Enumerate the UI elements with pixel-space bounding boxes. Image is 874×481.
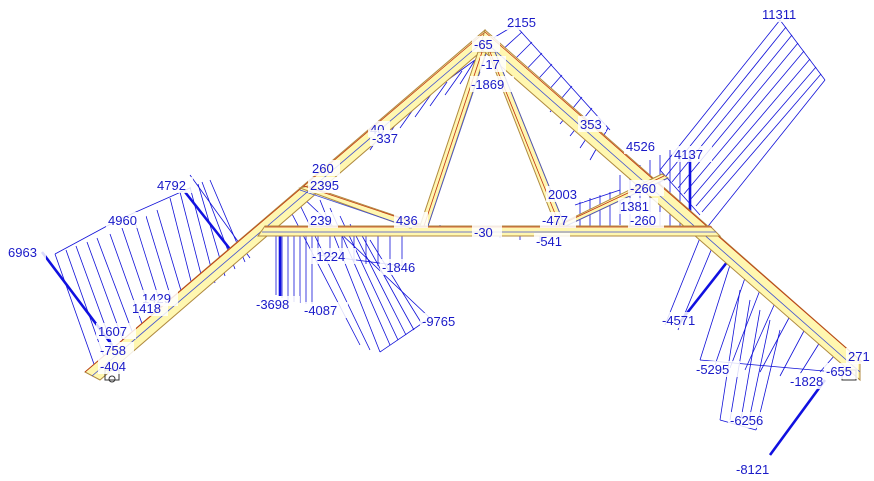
force-label: -337	[370, 130, 406, 146]
svg-text:6963: 6963	[8, 245, 37, 260]
svg-text:4526: 4526	[626, 139, 655, 154]
svg-text:-260: -260	[630, 181, 656, 196]
force-label: -6256	[728, 412, 774, 428]
svg-text:-65: -65	[474, 37, 493, 52]
svg-text:-1869: -1869	[471, 77, 504, 92]
force-label: -17	[480, 56, 506, 72]
force-label: 4137	[672, 146, 712, 162]
svg-text:-1828: -1828	[790, 374, 823, 389]
svg-text:436: 436	[396, 213, 418, 228]
svg-text:239: 239	[310, 213, 332, 228]
force-label: -758	[98, 342, 134, 358]
svg-text:353: 353	[580, 117, 602, 132]
force-label: 353	[578, 116, 606, 132]
svg-text:11311: 11311	[762, 7, 796, 22]
force-label: 1418	[130, 300, 168, 316]
svg-text:2395: 2395	[310, 178, 339, 193]
right-rafter-lower-negative-hatch	[664, 237, 836, 456]
force-label: 436	[394, 212, 428, 228]
force-label: 239	[308, 212, 338, 228]
svg-text:1418: 1418	[132, 301, 161, 316]
svg-text:-9765: -9765	[422, 314, 455, 329]
svg-text:2003: 2003	[548, 187, 577, 202]
force-label: 4526	[624, 138, 660, 154]
svg-text:-655: -655	[826, 364, 852, 379]
force-label: -1869	[470, 76, 514, 92]
bottom-chord-left-force-hatch	[275, 232, 403, 304]
force-label: 11311	[760, 6, 804, 22]
svg-text:4137: 4137	[674, 147, 703, 162]
force-label: -4571	[660, 312, 704, 328]
svg-text:-8121: -8121	[736, 462, 769, 477]
svg-text:-758: -758	[100, 343, 126, 358]
svg-text:1607: 1607	[98, 324, 127, 339]
force-label: -3698	[254, 296, 300, 312]
force-label: 1607	[96, 323, 136, 339]
force-label: 4960	[106, 212, 146, 228]
force-label: -4087	[302, 302, 348, 318]
force-label: 271	[846, 348, 874, 364]
svg-text:-541: -541	[536, 234, 562, 249]
right-rafter-big-force-hatch	[659, 19, 826, 231]
force-label: -1846	[380, 259, 426, 275]
svg-text:4960: 4960	[108, 213, 137, 228]
svg-text:271: 271	[848, 349, 870, 364]
force-label: -9765	[420, 313, 466, 329]
svg-text:-1224: -1224	[312, 249, 345, 264]
svg-text:-3698: -3698	[256, 297, 289, 312]
force-label: 2395	[308, 177, 346, 193]
force-label: -65	[472, 36, 500, 52]
force-label: -30	[472, 224, 502, 240]
force-label: -1224	[310, 248, 356, 264]
force-label: 4792	[155, 177, 193, 193]
svg-text:-404: -404	[100, 359, 126, 374]
svg-text:260: 260	[312, 161, 334, 176]
svg-text:-30: -30	[474, 225, 493, 240]
svg-text:1381: 1381	[620, 199, 649, 214]
force-label: -477	[540, 212, 576, 228]
force-label: 2155	[505, 14, 541, 30]
force-label: -260	[628, 212, 664, 228]
svg-text:-4087: -4087	[304, 303, 337, 318]
force-label: 1381	[618, 198, 658, 214]
force-label: -5295	[694, 361, 740, 377]
svg-text:-1846: -1846	[382, 260, 415, 275]
force-label: -541	[534, 233, 570, 249]
force-label: 2003	[546, 186, 584, 202]
force-label: -1828	[788, 373, 834, 389]
svg-text:-337: -337	[372, 131, 398, 146]
svg-text:-5295: -5295	[696, 362, 729, 377]
svg-text:2155: 2155	[507, 15, 536, 30]
svg-text:-17: -17	[481, 57, 500, 72]
force-label: -404	[98, 358, 132, 374]
svg-text:-4571: -4571	[662, 313, 695, 328]
force-label: -655	[824, 363, 858, 379]
force-label: 6963	[6, 244, 46, 260]
svg-text:-260: -260	[630, 213, 656, 228]
force-label: 260	[310, 160, 340, 176]
force-label: -8121	[734, 461, 780, 477]
svg-text:4792: 4792	[157, 178, 186, 193]
svg-text:-477: -477	[542, 213, 568, 228]
force-label: -260	[628, 180, 664, 196]
svg-text:-6256: -6256	[730, 413, 763, 428]
force-value-labels: 2155 11311 -65 -17 -1869 353 40 -337 452…	[6, 6, 874, 477]
